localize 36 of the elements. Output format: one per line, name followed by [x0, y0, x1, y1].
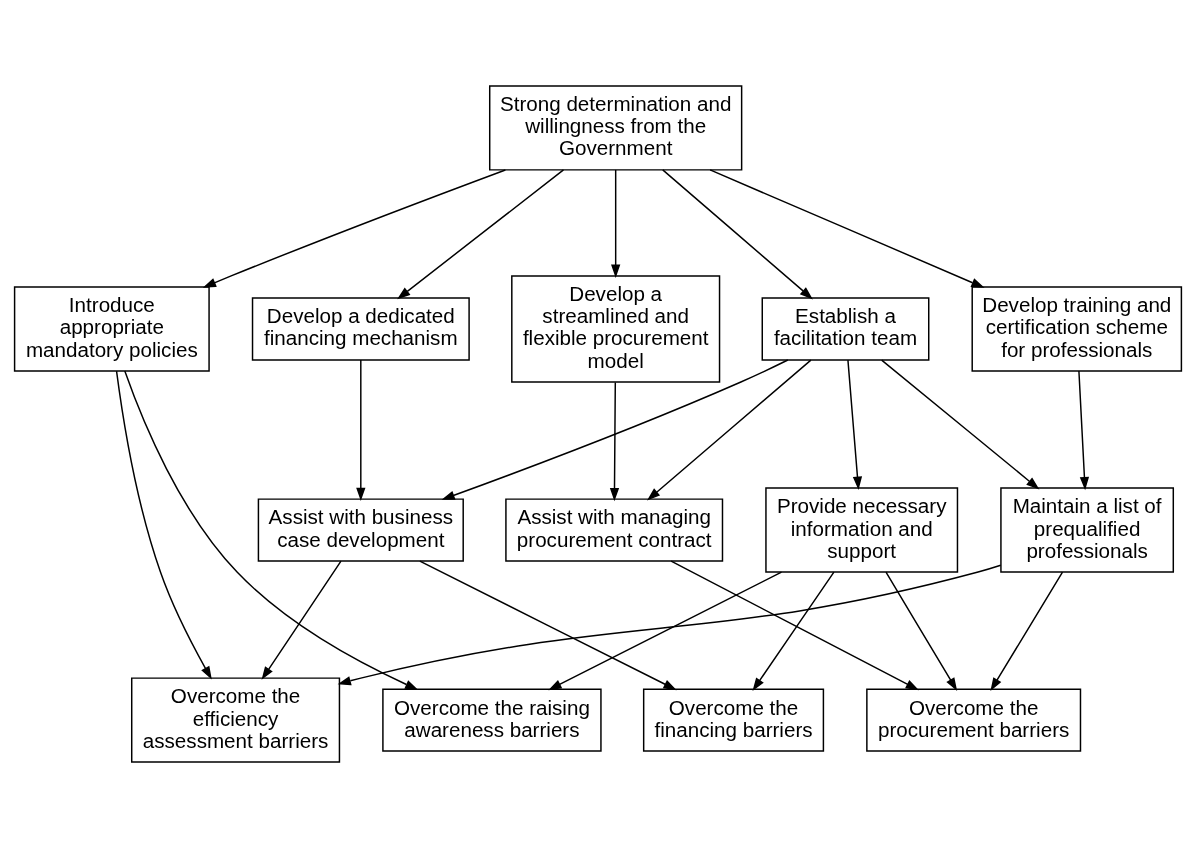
arrow	[609, 381, 620, 502]
arrow	[337, 564, 1002, 686]
arrow	[662, 169, 813, 300]
node-box: Overcome the efficiency assessment barriers	[131, 677, 341, 763]
arrow	[356, 359, 366, 501]
node-box: Overcome the financing barriers	[642, 688, 825, 752]
node-box: Assist with business case development	[257, 498, 464, 562]
node-box: Establish a facilitation team	[761, 297, 930, 361]
arrow	[880, 359, 1040, 490]
arrow	[885, 571, 958, 692]
node-box: Provide necessary information and support	[765, 487, 959, 573]
node-box: Develop a streamlined and flexible procurement model	[511, 275, 721, 383]
arrow	[647, 359, 812, 501]
arrow	[709, 169, 985, 288]
arrow	[611, 169, 621, 278]
arrow	[670, 560, 919, 691]
node-box: Develop a dedicated financing mechanism	[251, 297, 470, 361]
arrow	[752, 571, 835, 691]
arrow	[124, 370, 419, 690]
arrow	[261, 560, 342, 680]
arrow	[441, 359, 789, 500]
node-box: Strong determination and willingness from the Government	[489, 85, 743, 171]
arrow	[397, 169, 565, 300]
arrow	[847, 359, 863, 490]
node-box: Overcome the procurement barriers	[866, 688, 1082, 752]
node-box: Develop training and certification scheme for professionals	[971, 286, 1183, 372]
node-box: Maintain a list of prequalified professionals	[1000, 487, 1175, 573]
arrow	[990, 571, 1064, 692]
node-box: Assist with managing procurement contract	[505, 498, 724, 562]
arrow	[202, 169, 507, 288]
node-box: Introduce appropriate mandatory policies	[13, 286, 210, 372]
node-box: Overcome the raising awareness barriers	[382, 688, 602, 752]
arrow	[115, 370, 212, 680]
arrow	[548, 571, 783, 691]
arrow	[419, 560, 677, 691]
arrow	[1078, 370, 1090, 491]
